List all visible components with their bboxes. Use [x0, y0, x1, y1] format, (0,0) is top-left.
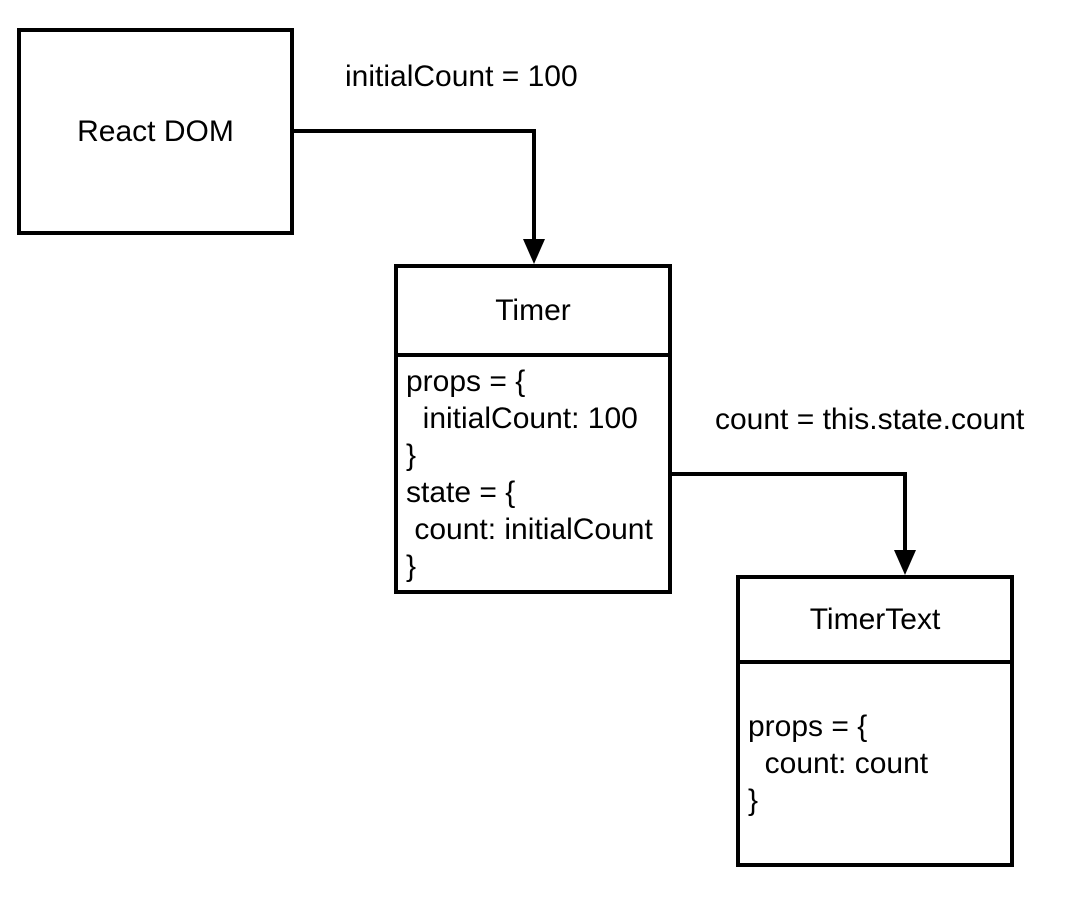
arrowhead-down-icon	[523, 239, 545, 264]
node-timertext: TimerText props = { count: count }	[736, 575, 1014, 867]
node-timertext-title: TimerText	[740, 579, 1010, 664]
edge-line	[294, 129, 536, 241]
node-timer-body: props = { initialCount: 100 } state = { …	[406, 364, 653, 583]
edge-line	[672, 472, 907, 552]
arrowhead-down-icon	[894, 550, 916, 575]
node-react-dom-title: React DOM	[77, 115, 234, 148]
edge-label-count: count = this.state.count	[715, 403, 1025, 436]
edge-react-dom-to-timer	[294, 129, 545, 264]
node-react-dom: React DOM	[17, 28, 294, 235]
edge-timer-to-timertext	[672, 472, 916, 575]
edge-label-initialcount: initialCount = 100	[345, 60, 578, 93]
node-timer: Timer props = { initialCount: 100 } stat…	[394, 264, 672, 594]
node-timer-title: Timer	[398, 268, 668, 357]
node-timertext-body: props = { count: count }	[748, 710, 929, 817]
